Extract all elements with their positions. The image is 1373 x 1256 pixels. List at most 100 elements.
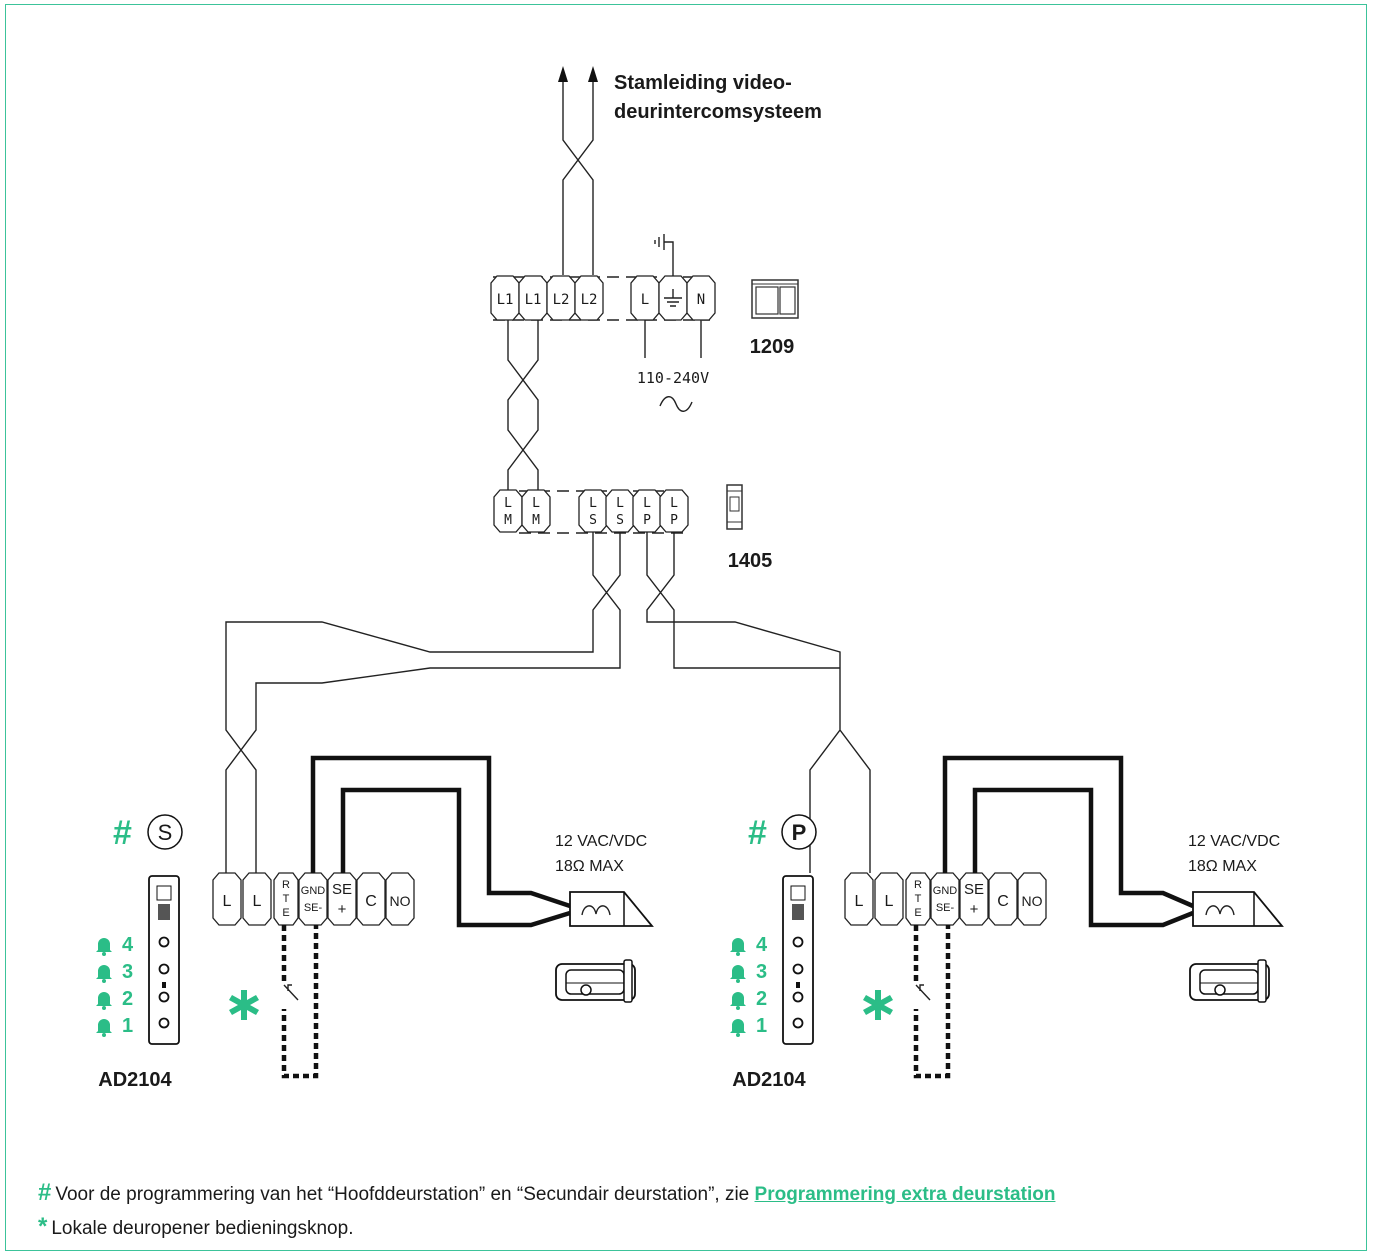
mains-voltage: 110-240V xyxy=(637,369,709,387)
lock-rating-2: 18Ω MAX xyxy=(555,858,624,875)
terminal: C xyxy=(988,872,1018,926)
terminal: C xyxy=(356,872,386,926)
distributor-icon xyxy=(726,484,743,530)
bell-icon xyxy=(96,965,112,983)
terminal: LS xyxy=(578,489,608,533)
bell-icon xyxy=(96,992,112,1010)
svg-text:T: T xyxy=(915,893,922,905)
terminal: L xyxy=(242,872,272,926)
terminal: L xyxy=(212,872,242,926)
rte-switch-p xyxy=(912,984,931,1009)
svg-text:L: L xyxy=(855,893,864,910)
svg-text:N: N xyxy=(697,292,705,308)
riser-cable xyxy=(558,66,598,275)
svg-text:M: M xyxy=(504,513,512,528)
svg-text:GND: GND xyxy=(933,885,958,897)
lock-release-p xyxy=(1192,891,1284,927)
role-letter: S xyxy=(158,820,173,845)
terminal: NO xyxy=(1017,872,1047,926)
svg-text:C: C xyxy=(365,893,377,910)
mains-wires xyxy=(644,320,702,358)
terminal: L1 xyxy=(490,275,520,321)
svg-text:NO: NO xyxy=(1022,893,1043,909)
svg-text:L2: L2 xyxy=(581,292,598,308)
terminal: L xyxy=(630,275,660,321)
footnote-star-text: Lokale deuropener bedieningsknop. xyxy=(51,1218,354,1239)
svg-text:E: E xyxy=(282,907,289,919)
star-symbol xyxy=(863,990,893,1020)
bell-icon xyxy=(730,938,746,956)
terminal: L2 xyxy=(574,275,604,321)
button-number: 2 xyxy=(756,988,767,1010)
terminal-se-plus: SE + xyxy=(327,872,357,926)
svg-text:L1: L1 xyxy=(525,292,542,308)
terminal-gnd-se: GND SE- xyxy=(930,872,960,926)
hash-symbol: # xyxy=(113,814,132,852)
bell-icon xyxy=(96,1019,112,1037)
svg-text:L: L xyxy=(670,496,678,511)
button-number: 4 xyxy=(756,934,768,956)
svg-text:P: P xyxy=(670,513,678,528)
terminal: LP xyxy=(632,489,662,533)
door-lock-icon xyxy=(1189,959,1270,1003)
hash-symbol: # xyxy=(748,814,767,852)
power-unit-terminal-block: L1 L1 L2 L2 L N xyxy=(490,275,716,321)
power-unit-code: 1209 xyxy=(750,336,795,358)
ac-symbol xyxy=(659,396,693,412)
svg-text:NO: NO xyxy=(390,893,411,909)
programming-link[interactable]: Programmering extra deurstation xyxy=(754,1184,1056,1205)
lock-wires-s xyxy=(310,755,571,928)
svg-text:M: M xyxy=(532,513,540,528)
distributor-code: 1405 xyxy=(728,550,773,572)
button-number: 3 xyxy=(122,961,133,983)
svg-text:T: T xyxy=(283,893,290,905)
svg-text:R: R xyxy=(282,879,290,891)
button-number: 3 xyxy=(756,961,767,983)
svg-text:L: L xyxy=(885,893,894,910)
svg-text:L: L xyxy=(532,496,540,511)
terminal-se-plus: SE + xyxy=(959,872,989,926)
terminal: LP xyxy=(659,489,689,533)
button-number: 1 xyxy=(122,1015,133,1037)
panel-model: AD2104 xyxy=(98,1069,172,1091)
riser-label-line2: deurintercomsysteem xyxy=(614,101,822,123)
panel-icon xyxy=(782,875,814,1045)
svg-text:L: L xyxy=(643,496,651,511)
terminal-rte: R T E xyxy=(905,872,931,926)
svg-text:GND: GND xyxy=(301,885,326,897)
footnotes: #Voor de programmering van het “Hoofddeu… xyxy=(38,1176,1358,1244)
role-letter: P xyxy=(792,820,807,845)
terminal: L xyxy=(844,872,874,926)
terminal-gnd-se: GND SE- xyxy=(298,872,328,926)
svg-text:SE: SE xyxy=(964,881,984,898)
door-lock-icon xyxy=(555,959,636,1003)
star-symbol: * xyxy=(38,1213,48,1240)
button-number: 2 xyxy=(122,988,133,1010)
bell-icon xyxy=(730,992,746,1010)
terminal-earth xyxy=(658,275,688,321)
bell-icon xyxy=(730,1019,746,1037)
svg-text:+: + xyxy=(338,901,347,918)
door-station-s: # S 4 3 2 1 AD2104 xyxy=(96,814,183,1091)
footnote-star: *Lokale deuropener bedieningsknop. xyxy=(38,1210,1358,1244)
role-badge xyxy=(781,814,817,850)
panel-icon xyxy=(148,875,180,1045)
bus-wires xyxy=(507,320,539,490)
hash-symbol: # xyxy=(38,1179,52,1206)
lock-wires-p xyxy=(942,755,1194,928)
svg-text:+: + xyxy=(970,901,979,918)
svg-text:S: S xyxy=(589,513,597,528)
terminal: NO xyxy=(385,872,415,926)
svg-text:L1: L1 xyxy=(497,292,514,308)
svg-text:SE: SE xyxy=(332,881,352,898)
door-station-p: # P 4 3 2 1 AD2104 xyxy=(730,814,817,1091)
svg-text:P: P xyxy=(643,513,651,528)
svg-text:S: S xyxy=(616,513,624,528)
lock-rating-1: 12 VAC/VDC xyxy=(1188,833,1280,850)
terminal: LS xyxy=(605,489,635,533)
door-station-s-terminals: L L R T E GND SE- SE + C NO xyxy=(212,872,415,926)
svg-text:L: L xyxy=(616,496,624,511)
svg-text:E: E xyxy=(914,907,921,919)
svg-text:L: L xyxy=(223,893,232,910)
